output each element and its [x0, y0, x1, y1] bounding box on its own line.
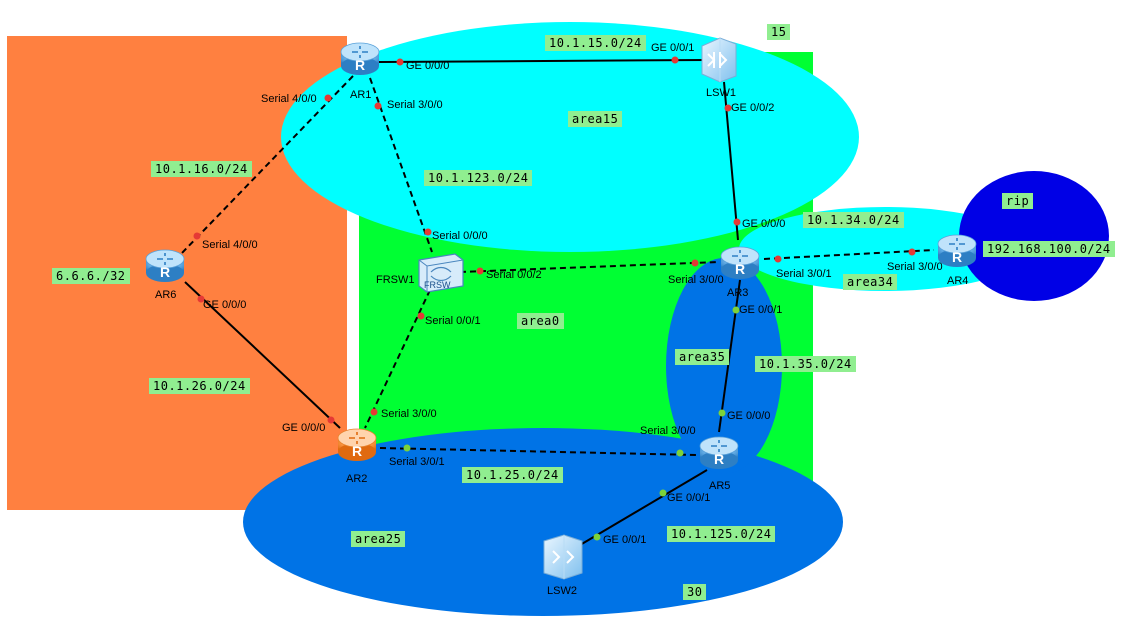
switch-icon-lsw2[interactable] — [543, 534, 583, 580]
network-label: 10.1.35.0/24 — [755, 356, 856, 372]
link-frsw1-ar3 — [459, 261, 719, 273]
svg-text:R: R — [735, 261, 745, 277]
device-name-ar3: AR3 — [727, 287, 749, 299]
device-name-ar5: AR5 — [709, 480, 731, 492]
router-icon-ar1[interactable]: R — [340, 42, 380, 75]
network-label: 10.1.125.0/24 — [667, 526, 776, 542]
device-name-ar1: AR1 — [350, 89, 372, 101]
link-frsw1-ar2 — [364, 289, 431, 429]
svg-text:R: R — [355, 57, 365, 73]
device-name-lsw1: LSW1 — [706, 87, 736, 99]
interface-label: GE 0/0/1 — [603, 534, 647, 546]
interface-label: Serial 3/0/0 — [640, 425, 696, 437]
interface-label: Serial 4/0/0 — [202, 239, 258, 251]
area-label-rip: rip — [1002, 193, 1034, 209]
interface-label: Serial 3/0/0 — [887, 261, 943, 273]
area-label-area35: area35 — [675, 349, 730, 365]
switch-icon-lsw1[interactable] — [701, 37, 737, 83]
link-ar3-ar4 — [763, 249, 935, 260]
link-ar2-ar5 — [379, 447, 698, 456]
device-name-frsw1: FRSW1 — [376, 274, 415, 286]
area-label-30: 30 — [683, 584, 707, 600]
interface-label: GE 0/0/1 — [667, 492, 711, 504]
network-label: 192.168.100.0/24 — [983, 241, 1115, 257]
area-label-area15: area15 — [568, 111, 623, 127]
router-icon-ar3[interactable]: R — [720, 246, 760, 279]
interface-label: Serial 0/0/2 — [486, 269, 542, 281]
interface-label: Serial 3/0/1 — [776, 268, 832, 280]
interface-label: GE 0/0/0 — [406, 60, 450, 72]
router-icon-ar2[interactable]: R — [337, 428, 377, 461]
area25-ellipse — [243, 428, 843, 616]
frsw-badge: FRSW — [424, 280, 451, 290]
frame-relay-switch-icon[interactable] — [418, 253, 464, 293]
network-label: 10.1.15.0/24 — [545, 35, 646, 51]
link-ar3-ar5 — [718, 279, 741, 433]
device-name-ar2: AR2 — [346, 473, 368, 485]
link-ar1-lsw1 — [376, 59, 707, 63]
network-label: 10.1.34.0/24 — [803, 212, 904, 228]
network-label: 10.1.25.0/24 — [462, 467, 563, 483]
interface-label: Serial 3/0/0 — [381, 408, 437, 420]
port-dots — [193, 56, 916, 541]
area-label-15: 15 — [767, 24, 791, 40]
svg-text:R: R — [160, 264, 170, 280]
interface-label: Serial 3/0/0 — [668, 274, 724, 286]
area-label-area34: area34 — [843, 274, 898, 290]
router-icon-ar5[interactable]: R — [699, 436, 739, 469]
interface-label: GE 0/0/1 — [739, 304, 783, 316]
area-label-area25: area25 — [351, 531, 406, 547]
interface-label: Serial 3/0/0 — [387, 99, 443, 111]
device-name-ar6: AR6 — [155, 289, 177, 301]
area35-ellipse — [666, 258, 782, 474]
rip-ellipse — [959, 171, 1109, 301]
interface-label: GE 0/0/0 — [282, 422, 326, 434]
device-name-lsw2: LSW2 — [547, 585, 577, 597]
link-ar1-ar6 — [179, 75, 354, 256]
interface-label: Serial 3/0/1 — [389, 456, 445, 468]
router-icon-ar4[interactable]: R — [937, 234, 977, 267]
link-ar6-ar2 — [184, 281, 341, 429]
interface-label: Serial 0/0/1 — [425, 315, 481, 327]
network-label: 10.1.26.0/24 — [149, 378, 250, 394]
area-label-area0: area0 — [517, 313, 564, 329]
device-name-ar4: AR4 — [947, 275, 969, 287]
interface-label: GE 0/0/1 — [651, 42, 695, 54]
svg-text:R: R — [714, 451, 724, 467]
interface-label: GE 0/0/0 — [203, 299, 247, 311]
router-icon-ar6[interactable]: R — [145, 249, 185, 282]
interface-label: GE 0/0/0 — [742, 218, 786, 230]
svg-text:R: R — [352, 443, 362, 459]
interface-label: Serial 0/0/0 — [432, 230, 488, 242]
svg-text:R: R — [952, 249, 962, 265]
area34-ellipse — [739, 207, 1031, 291]
interface-label: Serial 4/0/0 — [261, 93, 317, 105]
interface-label: GE 0/0/2 — [731, 102, 775, 114]
network-label: 10.1.16.0/24 — [151, 161, 252, 177]
network-label: 6.6.6./32 — [52, 268, 130, 284]
network-label: 10.1.123.0/24 — [424, 170, 533, 186]
interface-label: GE 0/0/0 — [727, 410, 771, 422]
